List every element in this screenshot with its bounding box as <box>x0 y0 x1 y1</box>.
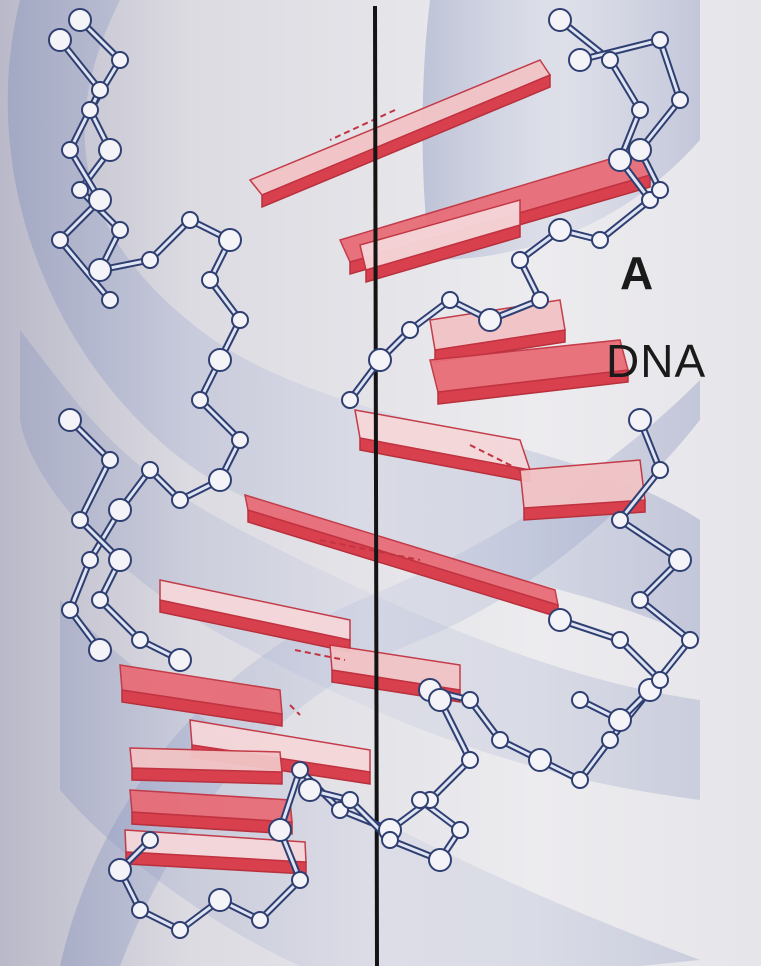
dna-molecule-label: DNA <box>606 338 706 384</box>
atom <box>609 149 631 171</box>
atom <box>609 709 631 731</box>
atom <box>82 102 98 118</box>
atom <box>492 732 508 748</box>
atom <box>59 409 81 431</box>
atom <box>342 392 358 408</box>
atom <box>62 602 78 618</box>
atom <box>652 672 668 688</box>
atom <box>89 189 111 211</box>
atom <box>209 889 231 911</box>
atom <box>109 549 131 571</box>
atom <box>479 309 501 331</box>
atom <box>592 232 608 248</box>
atom <box>429 849 451 871</box>
atom <box>102 452 118 468</box>
atom <box>89 259 111 281</box>
atom <box>672 92 688 108</box>
atom <box>192 392 208 408</box>
atom <box>629 139 651 161</box>
atom <box>632 592 648 608</box>
atom <box>132 902 148 918</box>
atom <box>452 822 468 838</box>
atom <box>132 632 148 648</box>
atom <box>82 552 98 568</box>
atom <box>652 32 668 48</box>
atom <box>629 409 651 431</box>
atom <box>142 252 158 268</box>
atom <box>252 912 268 928</box>
atom <box>382 832 398 848</box>
atom <box>219 229 241 251</box>
atom <box>569 49 591 71</box>
atom <box>602 52 618 68</box>
atom <box>342 792 358 808</box>
atom <box>602 732 618 748</box>
atom <box>89 639 111 661</box>
atom <box>549 9 571 31</box>
atom <box>612 512 628 528</box>
atom <box>529 749 551 771</box>
atom <box>232 432 248 448</box>
atom <box>512 252 528 268</box>
atom <box>652 462 668 478</box>
atom <box>572 772 588 788</box>
atom <box>209 469 231 491</box>
atom <box>292 762 308 778</box>
atom <box>532 292 548 308</box>
atom <box>269 819 291 841</box>
atom <box>92 592 108 608</box>
atom <box>142 832 158 848</box>
atom <box>182 212 198 228</box>
atom <box>142 462 158 478</box>
atom <box>62 142 78 158</box>
atom <box>402 322 418 338</box>
atom <box>52 232 68 248</box>
atom <box>549 609 571 631</box>
atom <box>172 922 188 938</box>
atom <box>462 692 478 708</box>
atom <box>652 182 668 198</box>
atom <box>549 219 571 241</box>
atom <box>369 349 391 371</box>
atom <box>112 52 128 68</box>
atom <box>299 779 321 801</box>
atom <box>682 632 698 648</box>
atom <box>109 499 131 521</box>
atom <box>209 349 231 371</box>
atom <box>632 102 648 118</box>
atom <box>72 512 88 528</box>
atom <box>112 222 128 238</box>
dna-form-label: A <box>620 250 653 296</box>
atom <box>462 752 478 768</box>
atom <box>69 9 91 31</box>
atom <box>109 859 131 881</box>
atom <box>232 312 248 328</box>
atom <box>292 872 308 888</box>
atom <box>412 792 428 808</box>
atom <box>172 492 188 508</box>
atom <box>202 272 218 288</box>
base-pair-slab <box>130 748 282 772</box>
atom <box>72 182 88 198</box>
atom <box>169 649 191 671</box>
atom <box>102 292 118 308</box>
atom <box>99 139 121 161</box>
atom <box>669 549 691 571</box>
atom <box>49 29 71 51</box>
atom <box>612 632 628 648</box>
atom <box>429 689 451 711</box>
atom <box>572 692 588 708</box>
atom <box>442 292 458 308</box>
atom <box>92 82 108 98</box>
